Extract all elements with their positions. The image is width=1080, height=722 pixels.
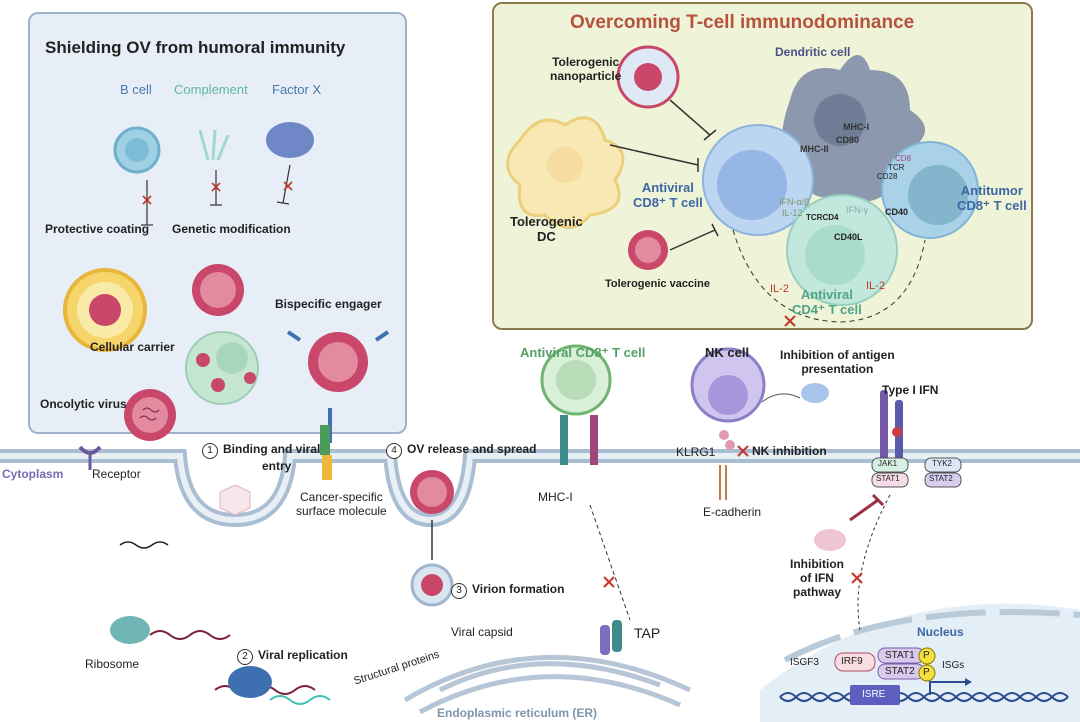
- isgf3-label: ISGF3: [790, 657, 819, 668]
- factor-x-icon: [266, 122, 314, 158]
- viral-rna-icon: [119, 541, 169, 549]
- stat1-label: STAT1: [876, 474, 900, 483]
- tcr-label: TCR: [888, 163, 905, 172]
- ifn-inhibitor-icon: [814, 529, 846, 551]
- oncolytic-virus-label: Oncolytic virus: [40, 397, 127, 411]
- cd80-label: CD80: [836, 135, 860, 145]
- nucleus-label: Nucleus: [917, 625, 964, 639]
- ifn-receptor-icon: [880, 390, 903, 460]
- ribosome-label: Ribosome: [85, 657, 140, 671]
- type1-ifn-label: Type I IFN: [882, 383, 939, 397]
- inhibitor-protein-icon: [801, 383, 829, 403]
- nk-inhibition-label: NK inhibition: [752, 444, 827, 458]
- p-label: P: [923, 667, 930, 678]
- dendritic-cell-label: Dendritic cell: [775, 45, 851, 59]
- protective-coating-label: Protective coating: [45, 222, 150, 236]
- mhc1-main-label: MHC-I: [538, 490, 573, 504]
- step-number: 4: [386, 443, 402, 459]
- klrg1-label: KLRG1: [676, 445, 716, 459]
- il2-right-label: IL-2: [866, 280, 885, 292]
- cd40-label: CD40: [885, 207, 909, 217]
- cellular-carrier-icon: [185, 331, 259, 405]
- step-number: 3: [451, 583, 467, 599]
- tolerogenic-vaccine-label: Tolerogenic vaccine: [605, 278, 710, 290]
- oncolytic-virus-icon: [124, 389, 176, 441]
- isre-label: ISRE: [862, 689, 886, 700]
- viral-capsid-label: Viral capsid: [451, 625, 513, 639]
- protective-coating-icon: [63, 268, 147, 352]
- tyk2-label: TYK2: [932, 459, 953, 468]
- complement-icon: [198, 129, 230, 161]
- receptor-label: Receptor: [92, 467, 141, 481]
- p-label: P: [923, 650, 930, 661]
- genetic-modification-label: Genetic modification: [172, 222, 291, 236]
- step-number: 1: [202, 443, 218, 459]
- right-panel-title: Overcoming T-cell immunodominance: [570, 12, 915, 33]
- b-cell-label: B cell: [120, 82, 152, 97]
- er-shape: [403, 654, 692, 715]
- nuc-stat1-label: STAT1: [885, 650, 915, 661]
- left-panel-title: Shielding OV from humoral immunity: [45, 38, 346, 57]
- isgs-label: ISGs: [942, 660, 965, 671]
- cd8-label: CD8: [895, 154, 912, 163]
- isre-box: [850, 685, 900, 705]
- tcr-cd4-label: TCRCD4: [806, 213, 839, 222]
- plasma-membrane: [0, 449, 1080, 528]
- il12-label: IL-12: [782, 208, 803, 218]
- ifn-g-label: IFN-γ: [846, 205, 868, 215]
- nuc-stat2-label: STAT2: [885, 666, 915, 677]
- ribosome-icon: [110, 616, 150, 644]
- genetic-modification-icon: [192, 264, 244, 316]
- irf9-label: IRF9: [841, 656, 863, 667]
- bispecific-engager-icon: [308, 332, 368, 392]
- factor-x-label: Factor X: [272, 82, 322, 97]
- il2-left-label: IL-2: [770, 283, 789, 295]
- complement-label: Complement: [174, 82, 248, 97]
- tap-label: TAP: [634, 625, 661, 641]
- phospho-icon: [918, 647, 936, 665]
- e-cadherin-label: E-cadherin: [703, 505, 762, 519]
- jak1-label: JAK1: [878, 459, 898, 468]
- uncoating-virus-icon: [219, 484, 251, 516]
- isgs-arrow: [929, 681, 965, 695]
- suppression-arc: [732, 229, 926, 323]
- step-number: 2: [237, 649, 253, 665]
- cd40l-label: CD40L: [834, 232, 863, 242]
- bispecific-engager-label: Bispecific engager: [275, 297, 382, 311]
- cellular-carrier-label: Cellular carrier: [90, 340, 175, 354]
- nk-cell-label: NK cell: [705, 345, 750, 360]
- antiviral-cd8-cell-label: Antiviral CD8⁺ T cell: [520, 345, 646, 360]
- mhc1-label: MHC-I: [843, 122, 869, 132]
- cytoplasm-label: Cytoplasm: [2, 467, 64, 481]
- er-label: Endoplasmic reticulum (ER): [437, 706, 598, 720]
- stat2-label: STAT2: [929, 474, 953, 483]
- block-x-icon: [603, 445, 863, 588]
- ifn-ab-label: IFN-α/β: [779, 197, 810, 207]
- cd28-label: CD28: [877, 172, 898, 181]
- tap-icon: [600, 620, 622, 655]
- mhc2-label: MHC-II: [800, 144, 829, 154]
